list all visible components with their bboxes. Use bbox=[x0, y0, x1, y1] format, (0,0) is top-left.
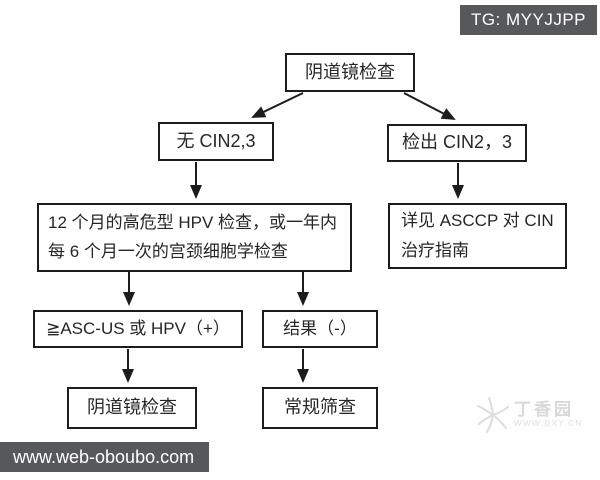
flow-node-colposcopy: 阴道镜检查 bbox=[285, 53, 415, 92]
flow-node-no-cin23: 无 CIN2,3 bbox=[158, 122, 274, 161]
flow-node-ascus-or-hpv-positive: ≧ASC-US 或 HPV（+） bbox=[33, 310, 243, 348]
flow-node-detected-cin23: 检出 CIN2，3 bbox=[387, 124, 527, 162]
flow-node-routine-screening: 常规筛查 bbox=[262, 387, 378, 429]
dxy-watermark: 丁香园 WWW.DXY.CN bbox=[476, 396, 583, 434]
flow-node-colposcopy-repeat: 阴道镜检查 bbox=[67, 387, 197, 429]
tg-badge: TG: MYYJJPP bbox=[460, 5, 597, 35]
dxy-spark-icon bbox=[477, 397, 509, 433]
flow-node-result-negative: 结果（-） bbox=[262, 310, 378, 348]
flow-node-asccp-guideline: 详见 ASCCP 对 CIN 治疗指南 bbox=[388, 203, 567, 269]
arrow-colposcopy-to-no-cin bbox=[251, 92, 304, 118]
dxy-watermark-url: WWW.DXY.CN bbox=[514, 419, 583, 428]
flow-node-hpv-followup: 12 个月的高危型 HPV 检查，或一年内每 6 个月一次的宫颈细胞学检查 bbox=[37, 203, 352, 272]
footer-url-bar: www.web-oboubo.com bbox=[0, 442, 209, 472]
dxy-watermark-text: 丁香园 WWW.DXY.CN bbox=[514, 401, 583, 429]
footer-url-text: www.web-oboubo.com bbox=[13, 446, 195, 467]
tg-badge-label: TG: MYYJJPP bbox=[470, 10, 587, 29]
dxy-watermark-title: 丁香园 bbox=[514, 400, 574, 419]
arrow-colposcopy-to-detected-cin bbox=[403, 92, 456, 120]
